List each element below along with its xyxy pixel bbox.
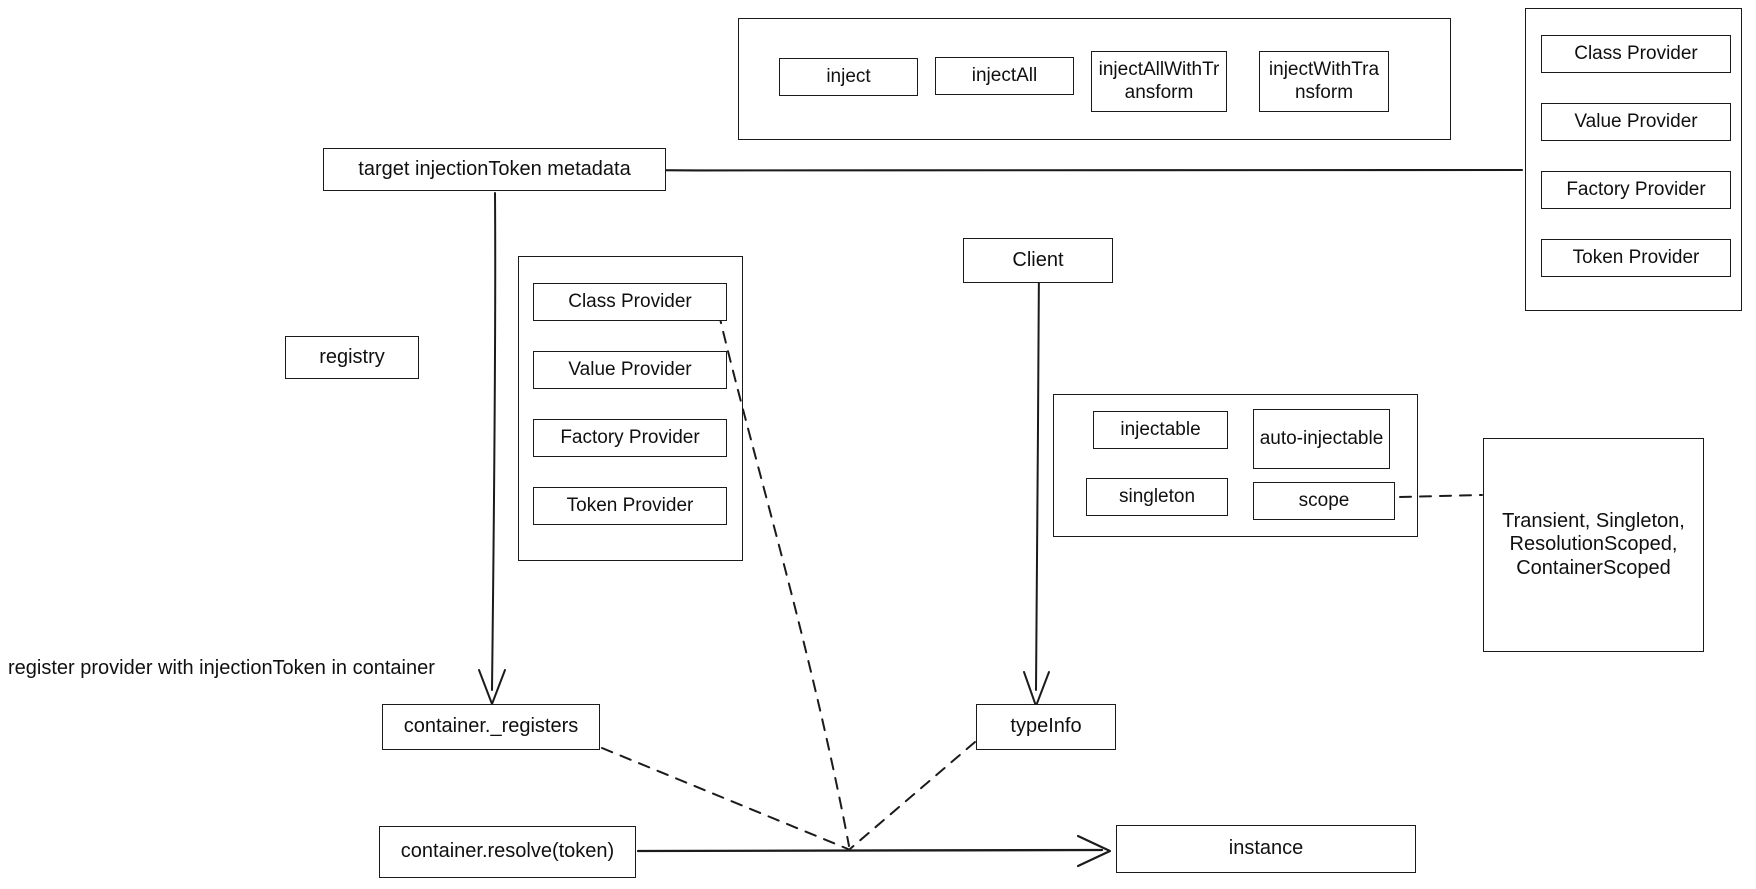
middle-provider-token[interactable]: Token Provider [533, 487, 727, 525]
decorator-singleton[interactable]: singleton [1086, 478, 1228, 516]
decorator-auto-injectable[interactable]: auto-injectable [1253, 409, 1390, 469]
arrow-client-to-typeinfo [1023, 259, 1050, 707]
target-injection-token-metadata-box[interactable]: target injectionToken metadata [323, 148, 666, 191]
inject-box-inject[interactable]: inject [779, 58, 918, 96]
instance-label: instance [1228, 837, 1304, 860]
inject-all-with-transform-label: injectAllWithTransform [1098, 59, 1220, 103]
right-provider-token[interactable]: Token Provider [1541, 239, 1731, 277]
right-provider-value-label: Value Provider [1574, 110, 1698, 132]
instance-box[interactable]: instance [1116, 825, 1416, 873]
inject-box-inject-all-with-transform[interactable]: injectAllWithTransform [1091, 51, 1227, 112]
middle-provider-factory-label: Factory Provider [560, 426, 700, 448]
metadata-label: target injectionToken metadata [358, 157, 631, 180]
right-provider-token-label: Token Provider [1572, 246, 1700, 268]
decorator-auto-injectable-label: auto-injectable [1259, 427, 1384, 449]
client-label: Client [1012, 248, 1064, 271]
decorator-scope-label: scope [1298, 489, 1350, 511]
inject-all-label: injectAll [971, 64, 1038, 86]
dashed-typeinfo-to-convergence [849, 741, 976, 850]
container-resolve-box[interactable]: container.resolve(token) [379, 826, 636, 878]
register-flow-text: register provider with injectionToken in… [8, 657, 435, 679]
inject-with-transform-label: injectWithTransform [1268, 59, 1380, 103]
providers-right-panel-group [1525, 8, 1742, 311]
registry-box[interactable]: registry [285, 336, 419, 379]
scopes-box[interactable]: Transient, Singleton, ResolutionScoped, … [1483, 438, 1704, 652]
registry-label: registry [319, 345, 385, 368]
middle-provider-value-label: Value Provider [568, 358, 692, 380]
client-box[interactable]: Client [963, 238, 1113, 283]
right-provider-value[interactable]: Value Provider [1541, 103, 1731, 141]
typeinfo-box[interactable]: typeInfo [976, 704, 1116, 750]
inject-box-label: inject [826, 65, 871, 87]
arrow-providers-to-metadata [604, 155, 1524, 186]
right-provider-class-label: Class Provider [1574, 42, 1698, 64]
dashed-registers-to-convergence [601, 747, 849, 850]
decorator-scope[interactable]: scope [1253, 482, 1395, 520]
container-resolve-label: container.resolve(token) [400, 840, 615, 863]
arrow-resolve-to-instance [636, 834, 1112, 868]
right-provider-factory[interactable]: Factory Provider [1541, 171, 1731, 209]
decorator-singleton-label: singleton [1118, 485, 1196, 507]
middle-provider-factory[interactable]: Factory Provider [533, 419, 727, 457]
inject-box-inject-all[interactable]: injectAll [935, 57, 1074, 95]
middle-provider-class-label: Class Provider [568, 290, 692, 312]
inject-panel-group [738, 18, 1451, 140]
decorator-injectable[interactable]: injectable [1093, 411, 1228, 449]
decorators-panel-group [1053, 394, 1418, 537]
register-flow-label: register provider with injectionToken in… [8, 657, 435, 680]
providers-middle-panel-group [518, 256, 743, 561]
right-provider-factory-label: Factory Provider [1566, 178, 1706, 200]
inject-box-inject-with-transform[interactable]: injectWithTransform [1259, 51, 1389, 112]
right-provider-class[interactable]: Class Provider [1541, 35, 1731, 73]
middle-provider-token-label: Token Provider [566, 494, 694, 516]
typeinfo-label: typeInfo [1010, 715, 1082, 738]
middle-provider-value[interactable]: Value Provider [533, 351, 727, 389]
decorator-injectable-label: injectable [1120, 418, 1201, 440]
container-registers-label: container._registers [403, 715, 579, 738]
scopes-label: Transient, Singleton, ResolutionScoped, … [1502, 509, 1685, 579]
container-registers-box[interactable]: container._registers [382, 704, 600, 750]
arrow-metadata-to-registers [478, 192, 506, 705]
middle-provider-class[interactable]: Class Provider [533, 283, 727, 321]
